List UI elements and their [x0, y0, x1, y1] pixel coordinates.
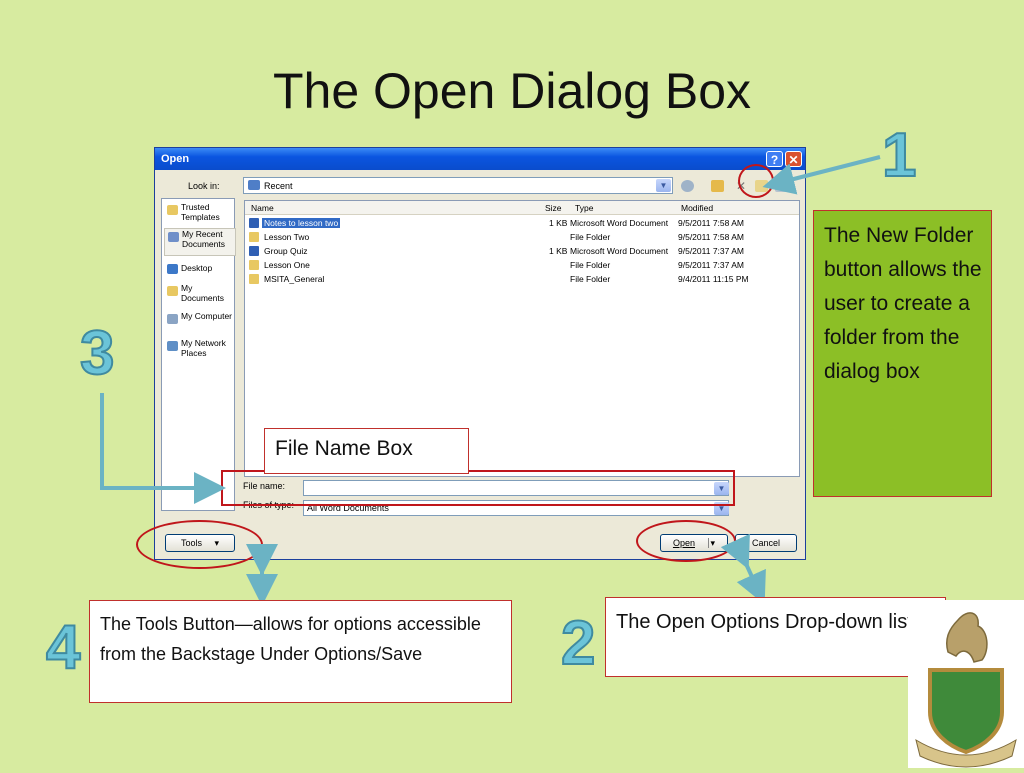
- file-list-header: Name Size Type Modified: [245, 201, 799, 215]
- arrow-1: [762, 155, 881, 195]
- place-label: Trusted Templates: [181, 202, 220, 222]
- chevron-down-icon[interactable]: ▼: [656, 179, 671, 192]
- file-name-box-callout: File Name Box: [264, 428, 469, 474]
- places-bar: Trusted Templates My Recent Documents De…: [161, 198, 236, 511]
- file-name: Lesson Two: [264, 232, 310, 242]
- place-my-network-places[interactable]: My Network Places: [164, 338, 234, 364]
- file-modified: 9/5/2011 7:37 AM: [678, 260, 745, 270]
- emblem-icon: [915, 612, 1017, 768]
- callout-number: 1: [881, 120, 918, 191]
- column-header-type[interactable]: Type: [575, 203, 594, 213]
- file-row[interactable]: Group Quiz 1 KB Microsoft Word Document …: [245, 244, 799, 258]
- file-type: File Folder: [570, 274, 611, 284]
- new-folder-callout: The New Folder button allows the user to…: [813, 210, 992, 497]
- file-size: 1 KB: [549, 218, 568, 228]
- file-row[interactable]: Lesson One File Folder 9/5/2011 7:37 AM: [245, 258, 799, 272]
- folder-icon: [167, 205, 178, 215]
- place-my-documents[interactable]: My Documents: [164, 283, 234, 309]
- callout-number: 3: [79, 318, 116, 389]
- file-type: File Folder: [570, 232, 611, 242]
- file-name: Group Quiz: [264, 246, 308, 256]
- file-type: File Folder: [570, 260, 611, 270]
- file-size: 1 KB: [549, 246, 568, 256]
- file-type: Microsoft Word Document: [570, 218, 669, 228]
- file-modified: 9/5/2011 7:37 AM: [678, 246, 745, 256]
- place-label: My Documents: [181, 283, 224, 303]
- file-name-input[interactable]: ▼: [303, 480, 729, 496]
- file-modified: 9/4/2011 11:15 PM: [678, 274, 749, 284]
- open-options-callout: The Open Options Drop-down list: [605, 597, 946, 677]
- callout-number: 2: [560, 608, 597, 679]
- open-dialog: Open ? ✕ Look in: Recent ▼ ✕ Trusted Tem…: [154, 147, 806, 560]
- file-type: Microsoft Word Document: [570, 246, 669, 256]
- file-modified: 9/5/2011 7:58 AM: [678, 232, 745, 242]
- arrow-3: [100, 393, 226, 504]
- file-row[interactable]: MSITA_General File Folder 9/4/2011 11:15…: [245, 272, 799, 286]
- desktop-icon: [167, 264, 178, 274]
- file-name-label: File name:: [243, 481, 286, 491]
- place-my-computer[interactable]: My Computer: [164, 311, 234, 337]
- folder-icon: [249, 232, 259, 242]
- folder-icon: [249, 260, 259, 270]
- dialog-title: Open: [161, 153, 190, 165]
- school-emblem-logo: [908, 600, 1024, 768]
- folder-icon: [249, 274, 259, 284]
- chevron-down-icon[interactable]: ▼: [714, 482, 729, 495]
- column-header-size[interactable]: Size: [545, 203, 562, 213]
- network-icon: [167, 341, 178, 351]
- file-name: MSITA_General: [264, 274, 325, 284]
- arrow-2: [720, 533, 766, 605]
- callout-number: 4: [45, 612, 82, 683]
- word-document-icon: [249, 246, 259, 256]
- place-my-recent-documents[interactable]: My Recent Documents: [164, 228, 236, 256]
- look-in-label: Look in:: [188, 181, 220, 191]
- look-in-dropdown[interactable]: Recent ▼: [243, 177, 673, 194]
- files-of-type-value: All Word Documents: [307, 503, 389, 513]
- file-name: Lesson One: [264, 260, 310, 270]
- place-label: My Network Places: [181, 338, 226, 358]
- dialog-titlebar[interactable]: Open ? ✕: [155, 148, 805, 170]
- recent-folder-icon: [248, 180, 260, 190]
- up-folder-icon[interactable]: [711, 180, 724, 192]
- word-document-icon: [249, 218, 259, 228]
- file-row[interactable]: Lesson Two File Folder 9/5/2011 7:58 AM: [245, 230, 799, 244]
- look-in-value: Recent: [264, 181, 293, 191]
- place-desktop[interactable]: Desktop: [164, 261, 234, 287]
- my-computer-icon: [167, 314, 178, 324]
- file-row[interactable]: Notes to lesson two 1 KB Microsoft Word …: [245, 216, 799, 230]
- tools-button-callout: The Tools Button—allows for options acce…: [89, 600, 512, 703]
- file-name: Notes to lesson two: [262, 218, 341, 228]
- slide-title: The Open Dialog Box: [272, 63, 752, 119]
- place-trusted-templates[interactable]: Trusted Templates: [164, 202, 234, 228]
- column-header-modified[interactable]: Modified: [681, 203, 714, 213]
- place-label: My Recent Documents: [182, 229, 225, 249]
- place-label: Desktop: [181, 263, 213, 273]
- back-icon[interactable]: [681, 180, 694, 192]
- file-modified: 9/5/2011 7:58 AM: [678, 218, 745, 228]
- column-header-name[interactable]: Name: [251, 203, 274, 213]
- my-documents-icon: [167, 286, 178, 296]
- recent-documents-icon: [168, 232, 179, 242]
- place-label: My Computer: [181, 311, 233, 321]
